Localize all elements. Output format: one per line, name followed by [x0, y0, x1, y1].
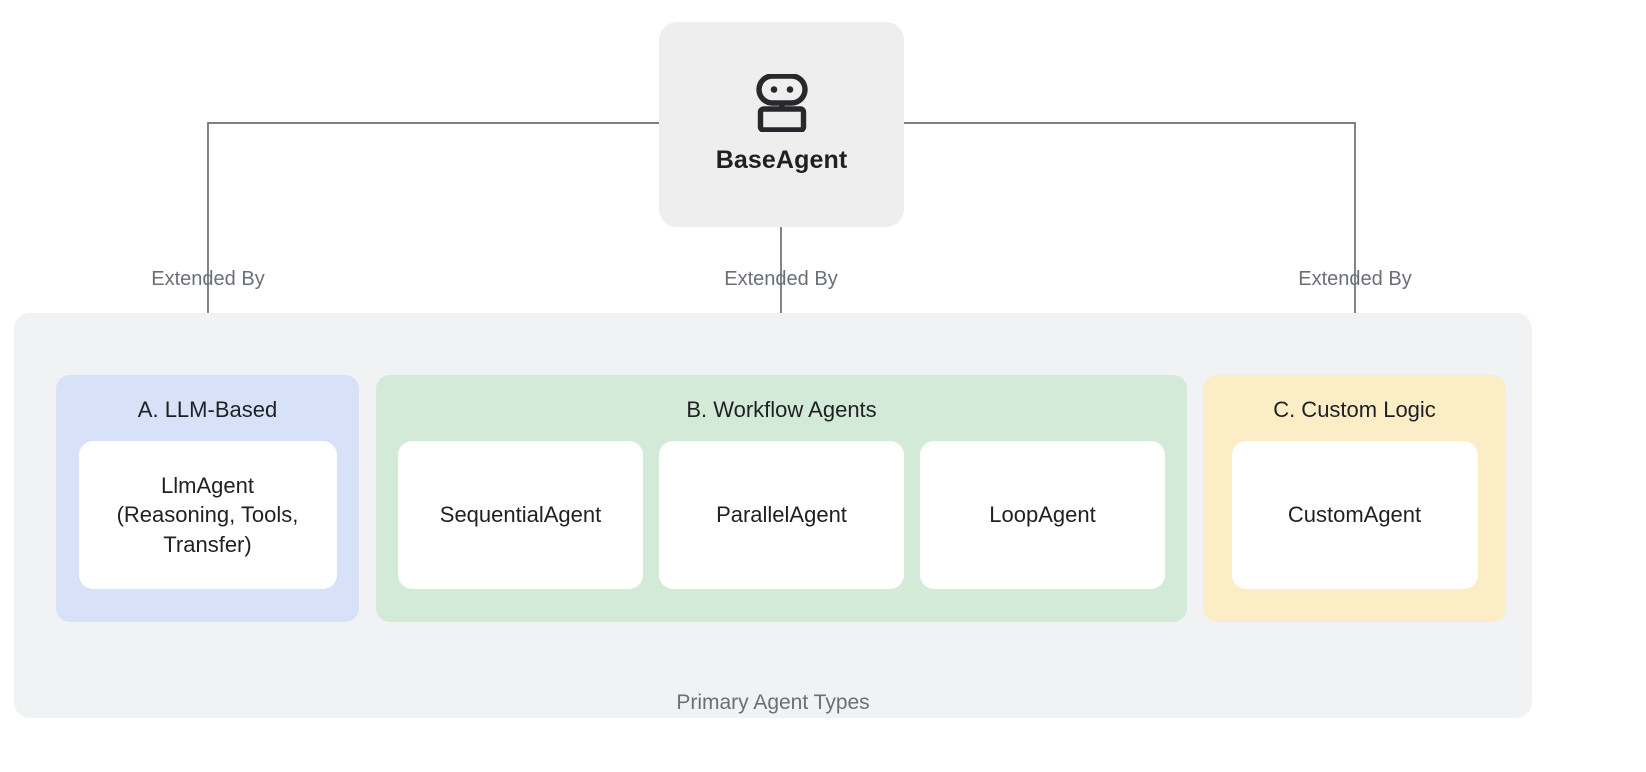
agent-card-parallel-agent[interactable]: ParallelAgent [659, 441, 904, 589]
group-cards-workflow-agents: SequentialAgent ParallelAgent LoopAgent [376, 441, 1187, 611]
edge-label-workflow-agents: Extended By [724, 268, 838, 290]
base-agent-label: BaseAgent [715, 146, 848, 174]
group-cards-custom-logic: CustomAgent [1203, 441, 1506, 611]
node-base-agent[interactable]: BaseAgent [659, 22, 904, 227]
group-title-llm-based: A. LLM-Based [137, 397, 278, 422]
edge-label-llm-based: Extended By [151, 268, 265, 290]
group-title-workflow-agents: B. Workflow Agents [686, 397, 877, 422]
agent-card-sequential-agent[interactable]: SequentialAgent [398, 441, 643, 589]
robot-icon [755, 74, 808, 132]
group-llm-based[interactable]: A. LLM-Based LlmAgent(Reasoning, Tools,T… [56, 375, 359, 622]
agent-card-llm-agent[interactable]: LlmAgent(Reasoning, Tools,Transfer) [78, 441, 337, 589]
edge-label-custom-logic: Extended By [1298, 268, 1412, 290]
agent-card-loop-agent[interactable]: LoopAgent [920, 441, 1165, 589]
group-title-custom-logic: C. Custom Logic [1273, 397, 1436, 422]
group-workflow-agents[interactable]: B. Workflow Agents SequentialAgent Paral… [376, 375, 1187, 622]
group-cards-llm-based: LlmAgent(Reasoning, Tools,Transfer) [56, 441, 359, 611]
agent-card-custom-agent[interactable]: CustomAgent [1231, 441, 1478, 589]
panel-caption: Primary Agent Types [676, 691, 870, 714]
group-custom-logic[interactable]: C. Custom Logic CustomAgent [1203, 375, 1506, 622]
